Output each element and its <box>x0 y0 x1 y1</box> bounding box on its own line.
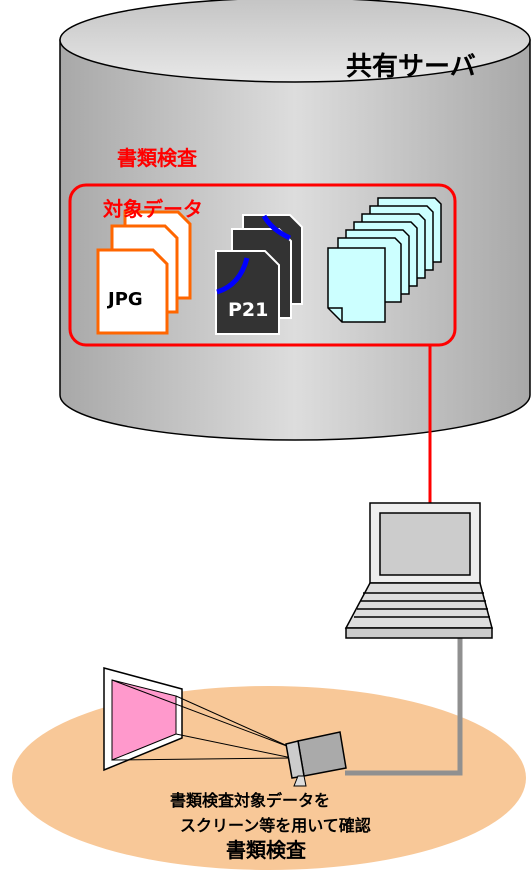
jpg-file-stack-icon <box>96 210 192 335</box>
laptop-icon <box>344 502 493 639</box>
projection-screen-icon <box>103 667 183 772</box>
document-inspection-label: 書類検査 <box>117 146 197 170</box>
p21-file-label: P21 <box>228 299 269 321</box>
p21-file-stack-icon <box>215 214 303 335</box>
target-data-label: 対象データ <box>103 197 203 221</box>
projector-beam <box>111 679 293 761</box>
target-data-box <box>68 183 457 347</box>
screen-inspection-title: 書類検査 <box>226 838 306 862</box>
connection-cable <box>345 632 463 776</box>
document-stack-icon <box>327 197 442 323</box>
projector-icon <box>285 731 347 787</box>
screen-description-line2: スクリーン等を用いて確認 <box>180 816 371 835</box>
server-title: 共有サーバ <box>346 52 476 82</box>
jpg-file-label: JPG <box>108 289 143 310</box>
screen-description-line1: 書類検査対象データを <box>170 791 331 810</box>
